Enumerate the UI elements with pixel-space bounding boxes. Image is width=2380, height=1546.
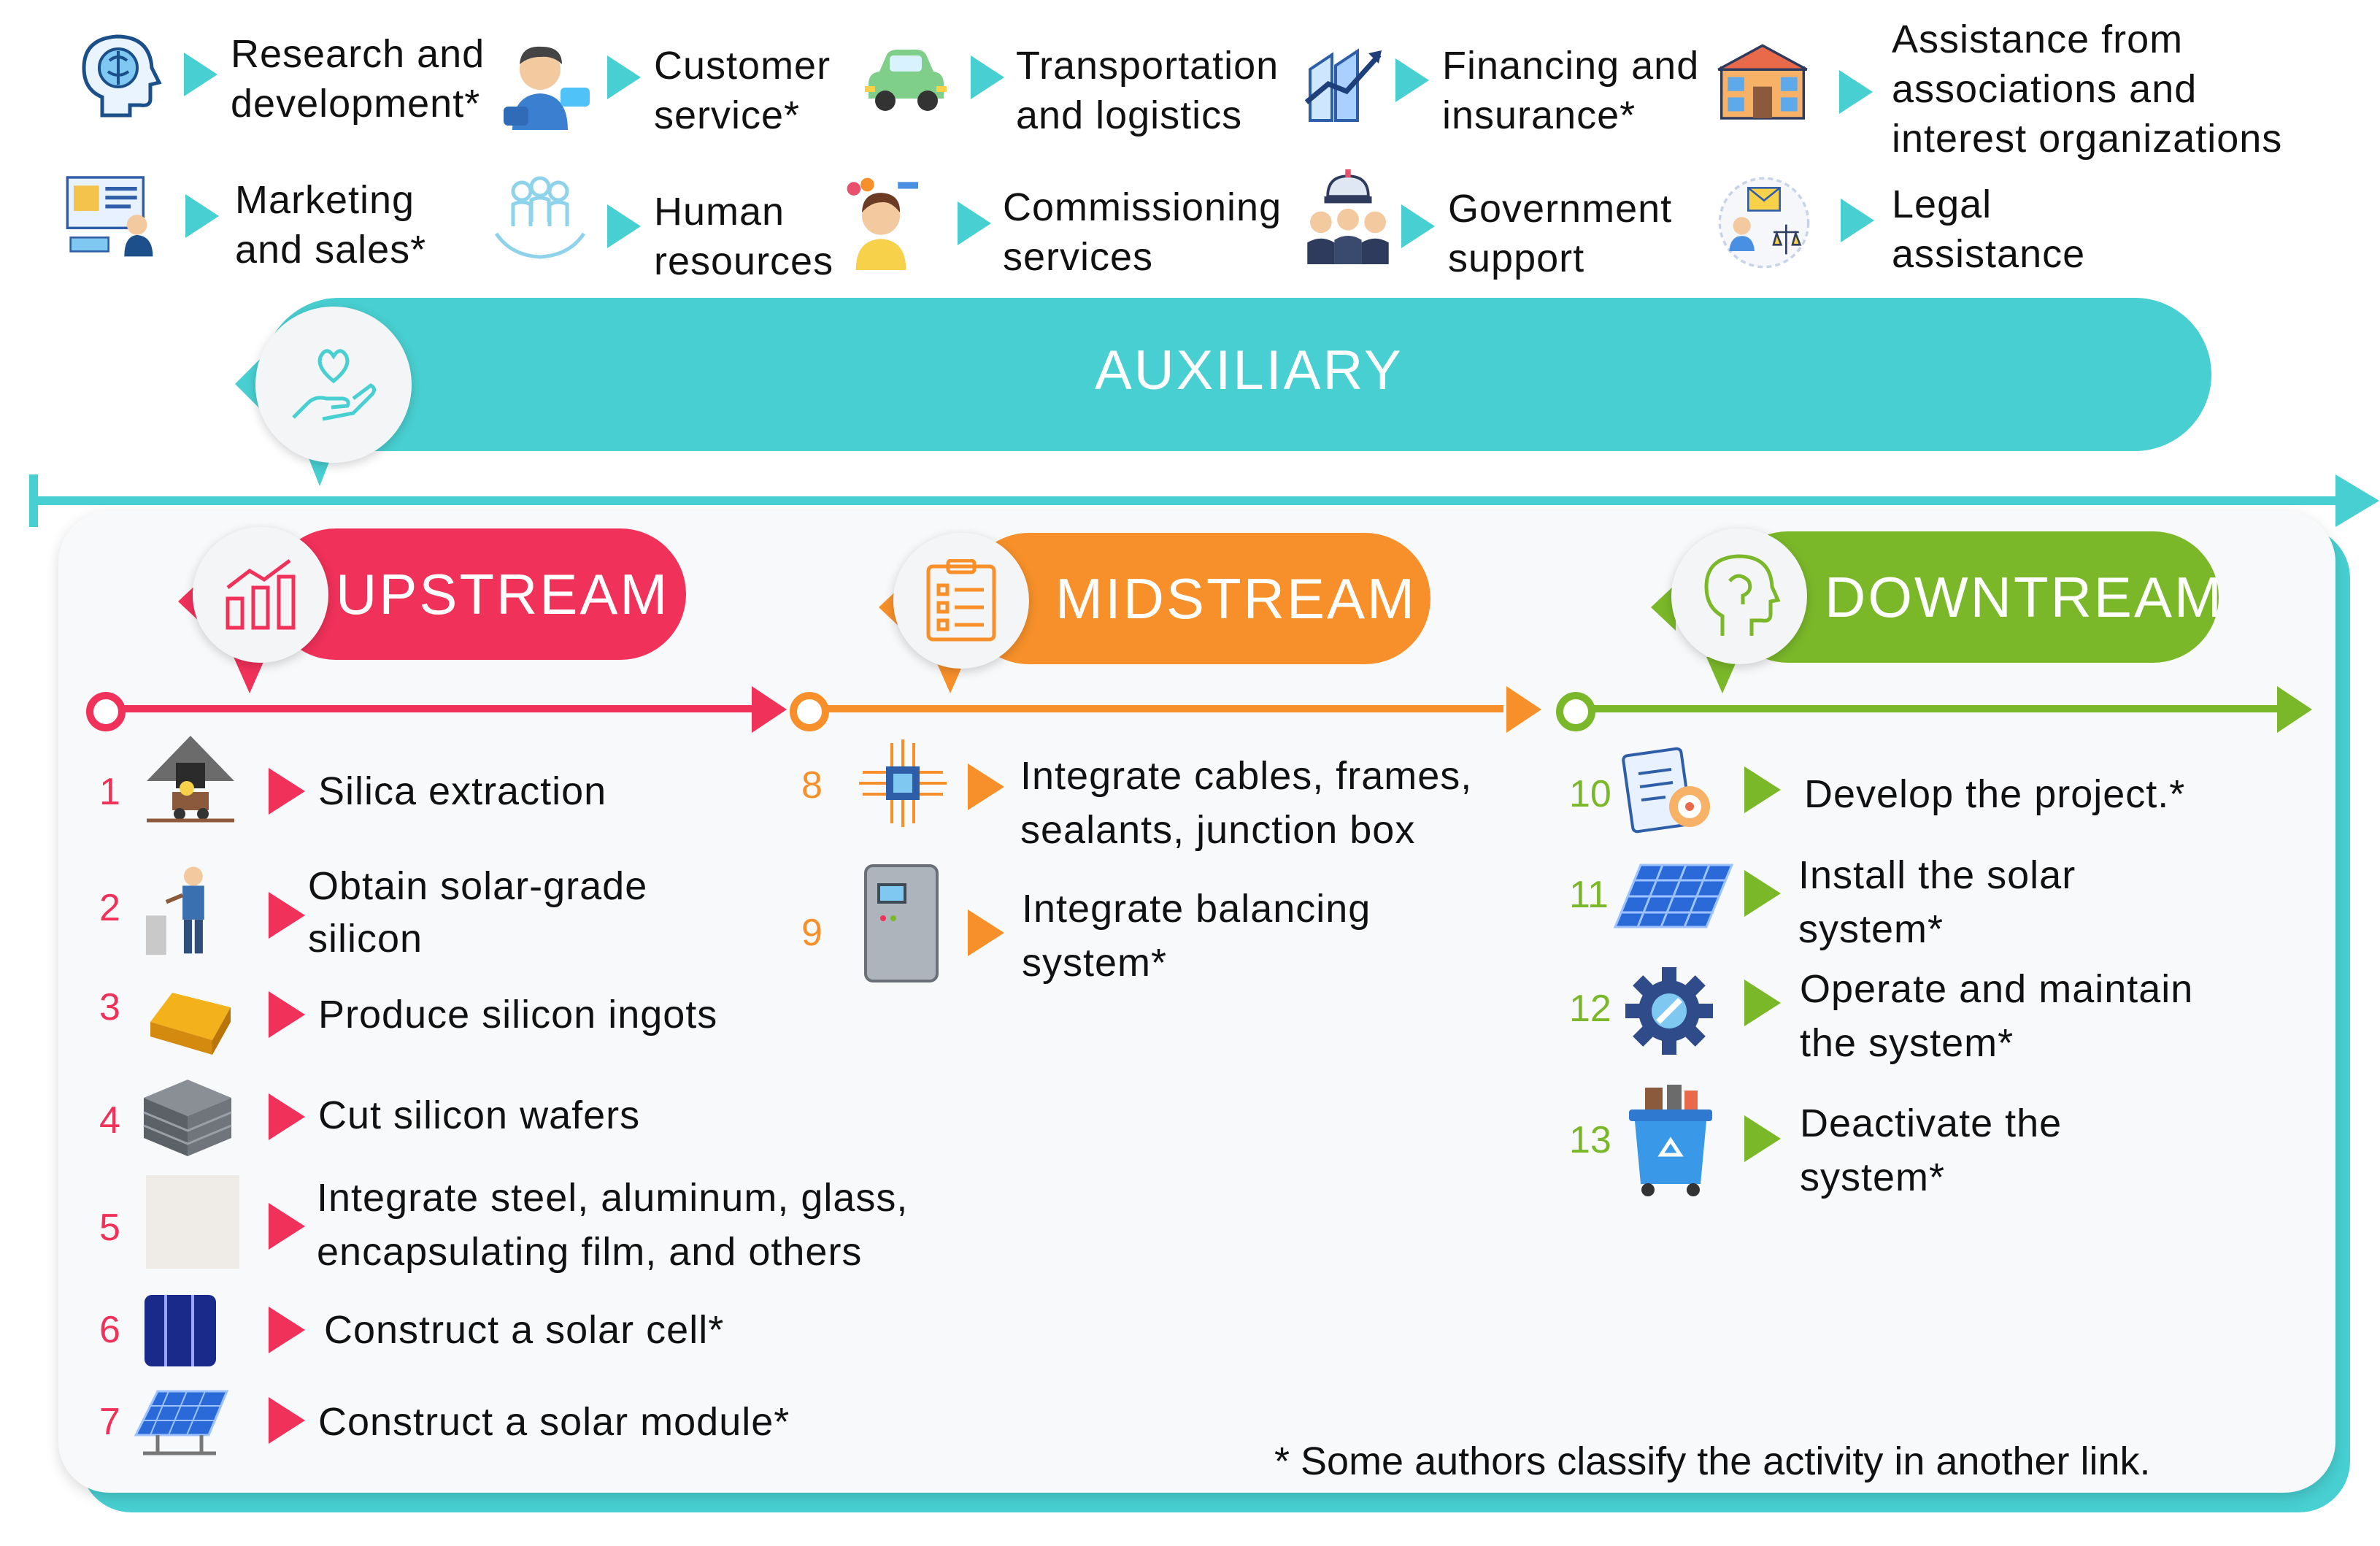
midstream-header: MIDSTREAM	[963, 533, 1430, 664]
step-number: 7	[99, 1401, 120, 1443]
downstream-badge	[1671, 528, 1807, 664]
downstream-title: DOWNTREAM	[1825, 565, 2224, 629]
gear-wrench-icon	[1625, 967, 1713, 1055]
presentation-screen-icon	[66, 176, 153, 257]
step-number: 12	[1569, 988, 1611, 1030]
checklist-icon	[926, 559, 996, 642]
aux-label: Commissioning services	[1003, 185, 1282, 279]
ingot-icon	[150, 993, 231, 1055]
solar-module-icon	[134, 1390, 229, 1455]
step-label: Develop the project.*	[1804, 772, 2186, 816]
step-label: Construct a solar module*	[318, 1400, 790, 1444]
step-label: Integrate steel, aluminum, glass, encaps…	[317, 1176, 909, 1274]
support-agent-icon	[504, 46, 590, 130]
downstream-header: DOWNTREAM	[1722, 531, 2222, 663]
building-icon	[1717, 44, 1808, 120]
service-worker-icon	[847, 177, 919, 270]
step-label: Deactivate the system*	[1800, 1101, 2063, 1199]
upstream-title: UPSTREAM	[336, 562, 670, 626]
midstream-badge	[893, 533, 1029, 669]
inverter-icon	[864, 864, 939, 982]
step-number: 13	[1569, 1119, 1611, 1161]
wafer-stack-icon	[143, 1080, 232, 1156]
step-number: 8	[801, 764, 823, 807]
step-number: 9	[801, 912, 823, 954]
legal-scales-icon	[1718, 177, 1810, 269]
film-sheet-icon	[146, 1175, 239, 1269]
circuit-chip-icon	[859, 739, 947, 827]
step-label: Produce silicon ingots	[318, 993, 718, 1037]
solar-cell-icon	[145, 1295, 216, 1366]
auxiliary-badge	[255, 307, 412, 463]
bar-chart-icon	[226, 558, 296, 630]
head-idea-icon	[1704, 554, 1781, 636]
step-label: Install the solar system*	[1798, 853, 2076, 951]
step-number: 3	[99, 986, 120, 1028]
step-label: Obtain solar-grade silicon	[308, 864, 648, 961]
aux-label: Customer service*	[654, 44, 831, 137]
worker-icon	[145, 866, 204, 955]
brain-head-icon	[82, 34, 162, 118]
aux-label: Transportation and logistics	[1016, 44, 1279, 137]
solar-panels-icon	[1613, 864, 1734, 928]
step-number: 11	[1569, 874, 1609, 916]
people-hands-icon	[494, 176, 586, 259]
step-label: Integrate balancing system*	[1022, 887, 1371, 985]
aux-label: Financing and insurance*	[1442, 44, 1700, 137]
aux-label: Legal assistance	[1892, 182, 2086, 276]
main-panel	[58, 511, 2335, 1493]
growth-chart-icon	[1304, 48, 1382, 122]
mine-cart-icon	[147, 736, 234, 823]
aux-label: Research and development*	[231, 32, 485, 126]
step-number: 2	[99, 887, 120, 929]
step-number: 1	[99, 771, 120, 813]
project-plan-icon	[1622, 747, 1710, 834]
auxiliary-title: AUXILIARY	[1095, 339, 1403, 401]
midstream-title: MIDSTREAM	[1055, 566, 1417, 631]
step-label: Construct a solar cell*	[324, 1308, 725, 1352]
step-number: 4	[99, 1099, 120, 1142]
heart-hand-icon	[292, 349, 377, 421]
step-label: Silica extraction	[318, 769, 607, 813]
car-icon	[865, 50, 947, 111]
footnote: * Some authors classify the activity in …	[1274, 1439, 2151, 1483]
step-label: Integrate cables, frames, sealants, junc…	[1020, 754, 1473, 852]
step-number: 5	[99, 1207, 120, 1249]
step-label: Cut silicon wafers	[318, 1093, 641, 1137]
step-number: 10	[1569, 773, 1611, 815]
aux-label: Human resources	[654, 190, 834, 283]
upstream-badge	[193, 527, 328, 663]
aux-label: Assistance from associations and interes…	[1892, 18, 2283, 161]
government-people-icon	[1307, 169, 1389, 264]
recycle-bin-icon	[1629, 1085, 1712, 1196]
aux-label: Marketing and sales*	[235, 178, 427, 272]
step-label: Operate and maintain the system*	[1800, 967, 2194, 1065]
aux-label: Government support	[1448, 187, 1673, 280]
step-number: 6	[99, 1309, 120, 1351]
upstream-header: UPSTREAM	[270, 528, 686, 660]
